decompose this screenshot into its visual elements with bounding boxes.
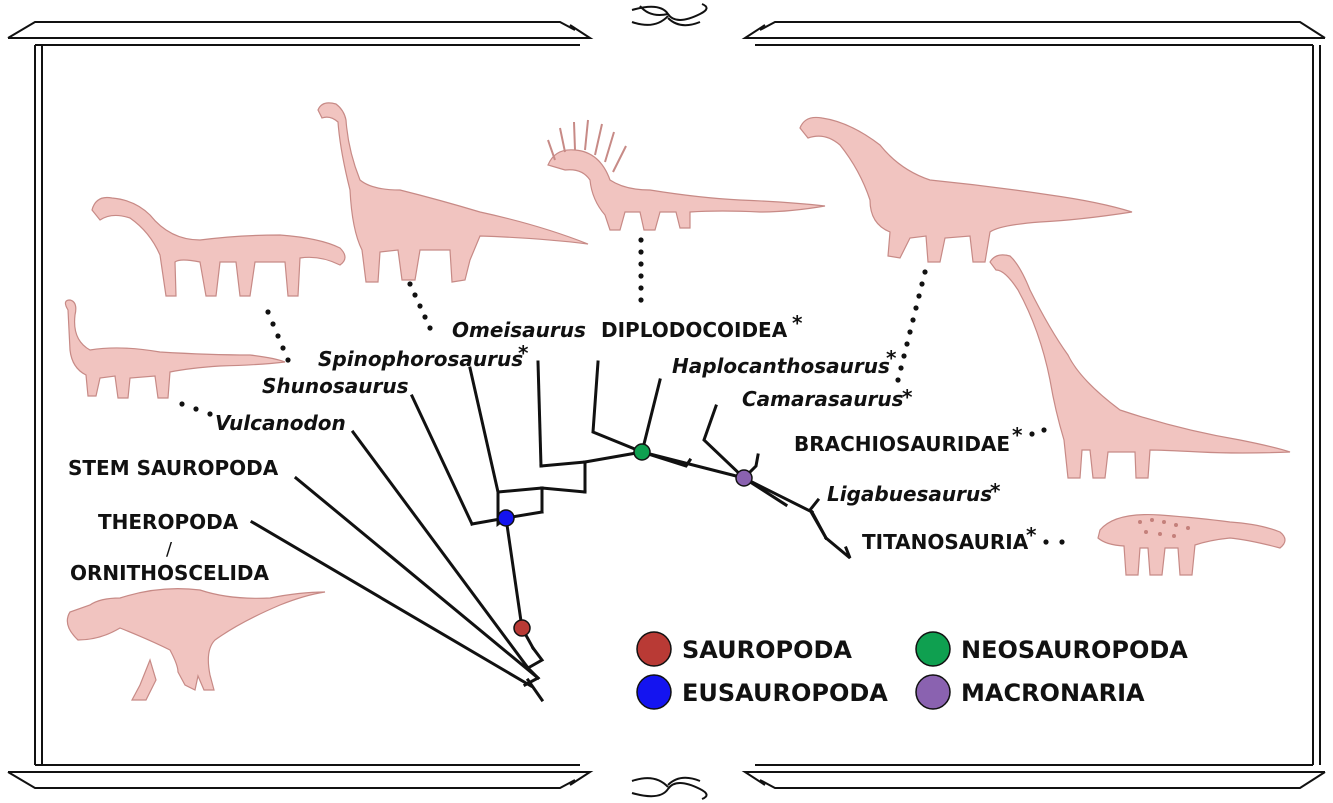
label-vulcanodon: Vulcanodon: [215, 411, 346, 435]
label-spinophorosaurus: Spinophorosaurus: [318, 347, 523, 371]
asterisk-titanosauria: *: [1026, 523, 1037, 547]
legend-swatch-eusauropoda: [637, 675, 671, 709]
legend-item-eusauropoda: EUSAUROPODA: [637, 675, 888, 709]
connector-brachiosauridae: [1029, 427, 1046, 436]
label-camarasaurus: Camarasaurus: [742, 387, 904, 411]
legend-label-sauropoda: SAUROPODA: [682, 636, 852, 664]
label-shunosaurus: Shunosaurus: [262, 374, 409, 398]
label-stem-sauropoda: STEM SAUROPODA: [68, 456, 279, 480]
top-ornament: [632, 4, 707, 25]
amargasaurus-silhouette: [548, 120, 825, 230]
connector-vulcanodon: [179, 401, 212, 416]
connector-titanosauria: [1043, 539, 1064, 544]
asterisk-brachiosauridae: *: [1012, 423, 1023, 447]
asterisk-ligabuesaurus: *: [990, 479, 1001, 503]
asterisk-haplocanthosaurus: *: [886, 346, 897, 370]
taxon-labels: THEROPODA / ORNITHOSCELIDA STEM SAUROPOD…: [68, 311, 1037, 585]
legend-item-macronaria: MACRONARIA: [916, 675, 1145, 709]
spinophorosaurus-silhouette: [318, 103, 588, 282]
legend-label-eusauropoda: EUSAUROPODA: [682, 679, 888, 707]
asterisk-spinophorosaurus: *: [518, 341, 529, 365]
legend-label-macronaria: MACRONARIA: [961, 679, 1145, 707]
connector-shunosaurus: [265, 309, 290, 362]
label-titanosauria: TITANOSAURIA: [862, 530, 1029, 554]
label-ligabuesaurus: Ligabuesaurus: [827, 482, 992, 506]
asterisk-camarasaurus: *: [902, 385, 913, 409]
neosauropoda-node: [634, 444, 650, 460]
shunosaurus-silhouette: [92, 198, 345, 297]
legend: SAUROPODA EUSAUROPODA NEOSAUROPODA MACRO…: [637, 632, 1188, 709]
connector-spinophorosaurus: [407, 281, 432, 330]
legend-swatch-sauropoda: [637, 632, 671, 666]
macronaria-node: [736, 470, 752, 486]
node-markers: [498, 444, 752, 636]
eusauropoda-node: [498, 510, 514, 526]
carnotaurus-silhouette: [67, 589, 325, 700]
brachiosaurus-silhouette: [990, 255, 1290, 478]
legend-swatch-neosauropoda: [916, 632, 950, 666]
vulcanodon-silhouette: [65, 300, 285, 398]
asterisk-diplodocoidea: *: [792, 311, 803, 335]
legend-item-neosauropoda: NEOSAUROPODA: [916, 632, 1188, 666]
label-omeisaurus: Omeisaurus: [452, 318, 586, 342]
legend-swatch-macronaria: [916, 675, 950, 709]
titanosaur-silhouette: [1098, 515, 1285, 575]
connector-camarasaurus: [895, 269, 927, 382]
label-slash: /: [166, 539, 173, 560]
sauropoda-node: [514, 620, 530, 636]
label-brachiosauridae: BRACHIOSAURIDAE: [794, 432, 1010, 456]
camarasaurus-silhouette: [800, 117, 1132, 262]
label-haplocanthosaurus: Haplocanthosaurus: [672, 354, 890, 378]
label-theropoda: THEROPODA: [98, 510, 239, 534]
bottom-ornament: [632, 778, 707, 799]
legend-label-neosauropoda: NEOSAUROPODA: [961, 636, 1188, 664]
label-ornithoscelida: ORNITHOSCELIDA: [70, 561, 269, 585]
label-diplodocoidea: DIPLODOCOIDEA: [601, 318, 788, 342]
legend-item-sauropoda: SAUROPODA: [637, 632, 852, 666]
connector-diplodocoidea: [638, 237, 643, 302]
